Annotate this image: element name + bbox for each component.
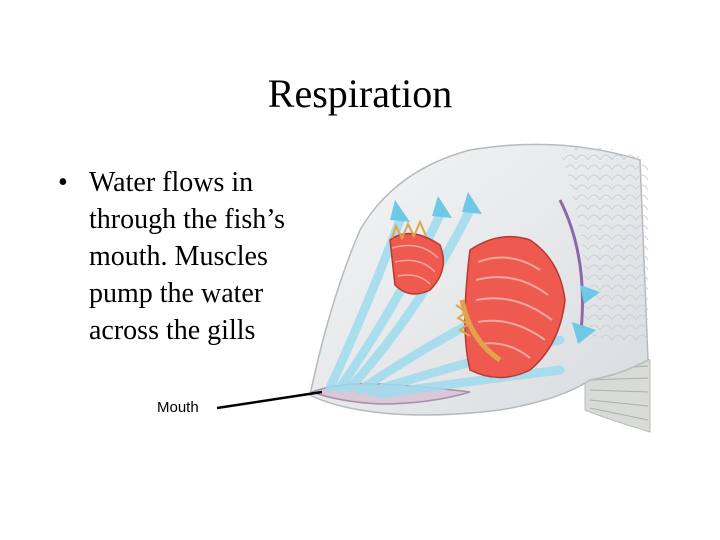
slide-title: Respiration — [267, 71, 453, 116]
water-flow-arrowheads — [390, 192, 600, 344]
operculum-edge — [558, 199, 584, 341]
bullet-point: • Water flows in through the fish’s mout… — [58, 164, 338, 349]
mouth-label: Mouth — [157, 399, 199, 416]
mouth-pointer-line — [216, 390, 323, 410]
scale-region — [560, 147, 648, 342]
gill-arch-large — [455, 235, 566, 379]
bullet-marker: • — [58, 167, 68, 198]
gill-arch-small — [389, 219, 445, 295]
bullet-text: Water flows in through the fish’s mouth.… — [89, 167, 285, 346]
